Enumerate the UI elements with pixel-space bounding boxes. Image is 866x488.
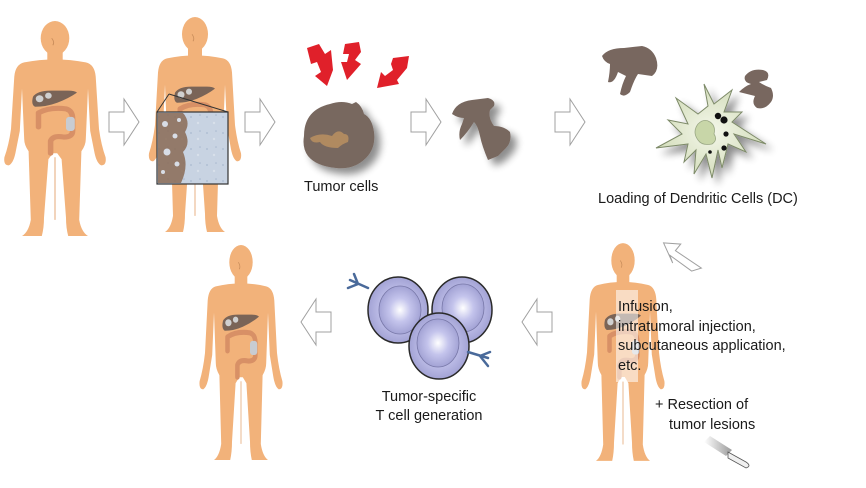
injection-site-highlight xyxy=(616,290,638,382)
dendritic-cell-icon xyxy=(648,82,773,192)
administration-methods-label: Infusion, intratumoral injection, subcut… xyxy=(618,298,786,376)
flow-arrow-right-icon xyxy=(244,97,276,147)
biopsy-histology-image xyxy=(155,93,230,186)
t-cell-line-2: T cell generation xyxy=(375,408,483,424)
scalpel-icon xyxy=(702,436,754,470)
flow-arrow-right-icon xyxy=(108,97,140,147)
t-cell-receptor-icon xyxy=(346,272,370,290)
flow-arrow-left-icon xyxy=(300,297,332,347)
t-cell-line-1: Tumor-specific xyxy=(381,389,477,405)
flow-arrow-right-icon xyxy=(554,97,586,147)
flow-arrow-left-icon xyxy=(521,297,553,347)
dc-loading-label: Loading of Dendritic Cells (DC) xyxy=(598,191,798,207)
patient-final-figure xyxy=(196,242,286,464)
tumor-cells-label: Tumor cells xyxy=(304,179,379,195)
t-cell-generation-label: Tumor-specific T cell generation xyxy=(366,388,492,426)
administration-line-1: Infusion, xyxy=(618,299,673,315)
flow-arrow-right-icon xyxy=(410,97,442,147)
administration-line-4: etc. xyxy=(618,357,642,374)
administration-line-2: intratumoral injection, xyxy=(618,318,756,335)
patient-initial-figure xyxy=(0,18,110,240)
tumor-fragment-icon xyxy=(598,44,670,114)
tumor-lysate-fragment-icon xyxy=(448,96,528,171)
resection-label: + Resection of tumor lesions xyxy=(655,396,755,435)
tumor-cell-icon xyxy=(298,96,388,178)
resection-line-1: + Resection of xyxy=(655,397,749,413)
red-irradiation-arrows-icon xyxy=(305,40,415,98)
administration-line-3: subcutaneous application, xyxy=(618,338,786,354)
flow-arrow-down-left-icon xyxy=(662,236,704,274)
resection-line-2: tumor lesions xyxy=(669,416,756,433)
tumor-fragment-small-icon xyxy=(737,66,787,114)
t-cells-cluster-icon xyxy=(344,270,504,385)
